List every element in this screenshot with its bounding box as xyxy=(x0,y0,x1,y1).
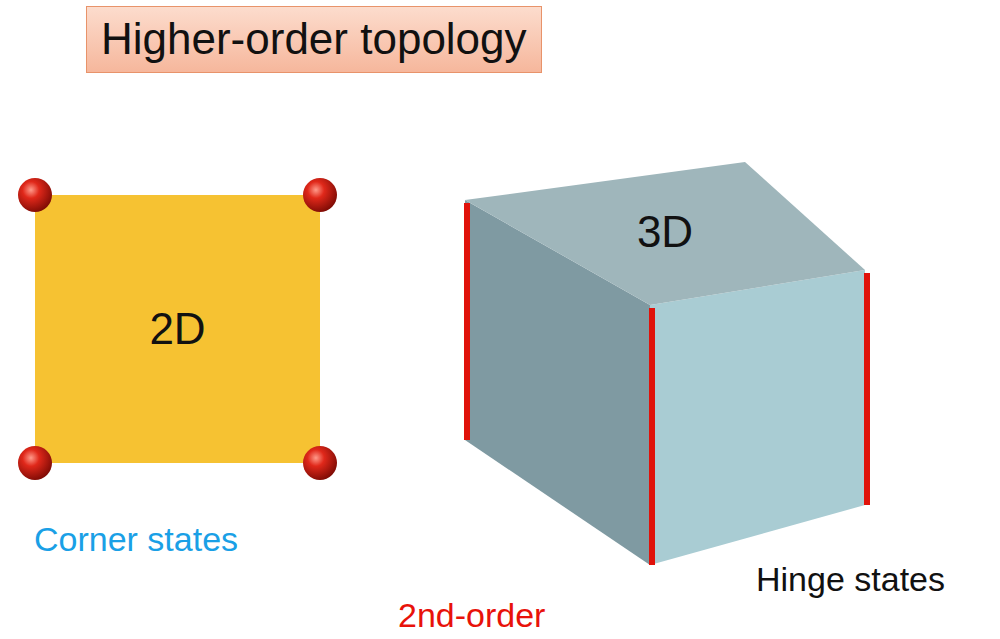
title-box: Higher-order topology xyxy=(86,6,542,73)
square-2d: 2D xyxy=(20,180,330,480)
corner-states-label: Corner states xyxy=(34,520,238,559)
corner-ball xyxy=(303,446,337,480)
cube-right-face xyxy=(650,270,865,565)
square-face xyxy=(35,195,320,463)
node-label: 3D xyxy=(637,208,693,256)
hinge-states-label: Hinge states xyxy=(756,560,945,599)
hinge-line xyxy=(464,203,470,440)
corner-ball xyxy=(18,178,52,212)
corner-ball xyxy=(18,446,52,480)
cube-top-face xyxy=(465,162,865,305)
order-label: 2nd-order xyxy=(398,596,545,635)
node-label: 2D xyxy=(149,305,205,353)
hinge-line xyxy=(649,308,655,565)
title-text: Higher-order topology xyxy=(101,14,527,63)
hinge-line xyxy=(864,273,870,505)
corner-ball xyxy=(303,178,337,212)
cube-3d: 3D xyxy=(455,150,875,575)
